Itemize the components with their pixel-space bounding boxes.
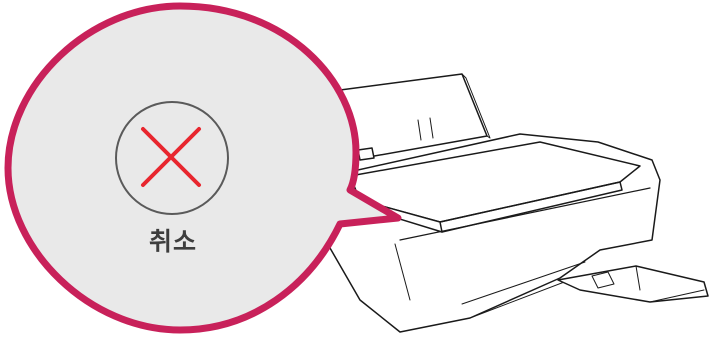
printer-drawing: [322, 74, 708, 332]
cancel-label: 취소: [108, 222, 238, 258]
callout-bubble: [8, 6, 398, 330]
